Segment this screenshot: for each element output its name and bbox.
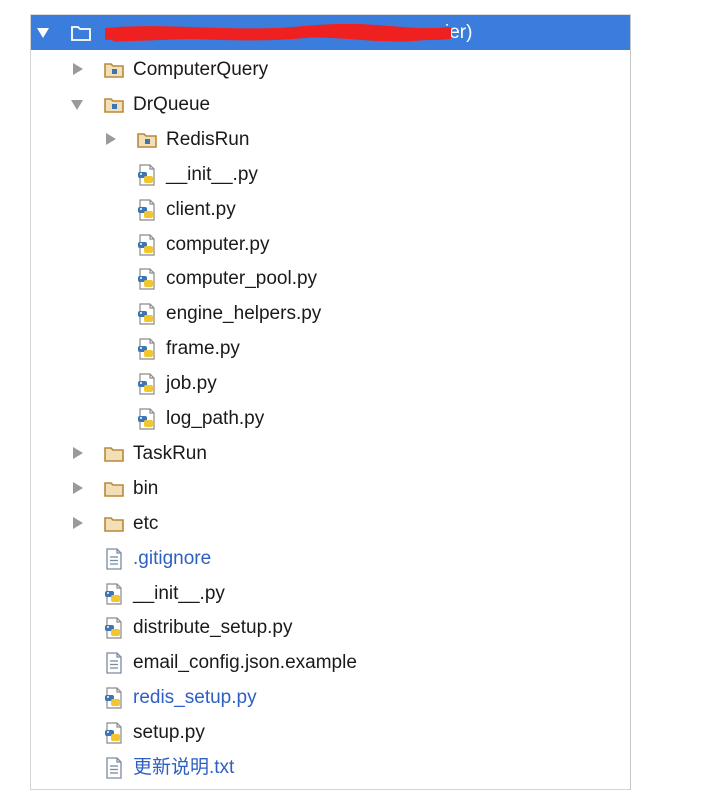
chevron-right-icon[interactable] (73, 446, 83, 459)
tree-item-label: ComputerQuery (133, 59, 269, 80)
chevron-down-icon[interactable] (71, 99, 83, 110)
tree-item-label: job.py (166, 373, 217, 395)
text-file-icon (103, 757, 125, 779)
tree-item-label: etc (133, 512, 159, 534)
python-file-icon (136, 233, 158, 256)
folder-icon (103, 478, 125, 500)
chevron-right-icon[interactable] (73, 516, 83, 529)
tree-item[interactable]: job.py (31, 366, 630, 401)
tree-item[interactable]: computer.py (31, 227, 630, 262)
python-file-icon (136, 198, 158, 221)
tree-item-label: bin (133, 477, 159, 499)
tree-item[interactable]: engine_helpers.py (31, 296, 630, 331)
python-file-icon (136, 338, 158, 360)
tree-item-label: email_config.json.example (133, 652, 357, 674)
tree-item[interactable]: setup.py (31, 715, 630, 750)
tree-item-label: setup.py (133, 722, 205, 744)
python-file-icon (136, 164, 158, 186)
tree-item-label: engine_helpers.py (166, 303, 322, 325)
python-file-icon (103, 722, 125, 744)
python-file-icon (136, 408, 158, 430)
tree-root-label: ier) (445, 22, 473, 43)
tree-item[interactable]: etc (31, 506, 630, 541)
tree-item-label: log_path.py (166, 408, 265, 429)
chevron-down-icon[interactable] (37, 28, 49, 38)
tree-root-row[interactable]: ier) (31, 15, 630, 50)
python-file-icon (103, 617, 125, 639)
tree-item[interactable]: distribute_setup.py (31, 610, 630, 645)
python-file-icon (136, 303, 158, 325)
python-file-icon (103, 582, 125, 605)
chevron-right-icon[interactable] (73, 63, 83, 75)
tree-item-label: TaskRun (133, 442, 207, 464)
folder-icon (70, 22, 92, 44)
python-file-icon (136, 373, 158, 395)
tree-item-label: frame.py (166, 338, 240, 360)
package-folder-icon (103, 59, 125, 81)
python-file-icon (103, 687, 125, 709)
tree-item[interactable]: computer_pool.py (31, 261, 630, 296)
tree-item-label: client.py (166, 198, 236, 220)
tree-item[interactable]: __init__.py (31, 576, 630, 611)
tree-item-label: distribute_setup.py (133, 617, 293, 639)
tree-item-label: RedisRun (166, 128, 250, 150)
tree-item-label: __init__.py (133, 582, 225, 604)
tree-item-label: 更新说明.txt (133, 757, 235, 778)
tree-item[interactable]: DrQueue (31, 87, 630, 122)
tree-item[interactable]: bin (31, 471, 630, 506)
tree-item[interactable]: redis_setup.py (31, 680, 630, 715)
tree-item[interactable]: __init__.py (31, 157, 630, 192)
chevron-right-icon[interactable] (106, 132, 116, 145)
tree-item[interactable]: email_config.json.example (31, 645, 630, 680)
tree-item[interactable]: frame.py (31, 331, 630, 366)
package-folder-icon (136, 129, 158, 151)
tree-item-label: DrQueue (133, 93, 211, 115)
text-file-icon (103, 652, 125, 674)
tree-item-label: .gitignore (133, 547, 212, 569)
package-folder-icon (103, 94, 125, 116)
tree-item[interactable]: RedisRun (31, 122, 630, 157)
python-file-icon (136, 268, 158, 290)
tree-item[interactable]: log_path.py (31, 401, 630, 436)
chevron-right-icon[interactable] (73, 481, 83, 494)
tree-item-label: computer.py (166, 233, 270, 255)
folder-icon (103, 513, 125, 535)
tree-item[interactable]: 更新说明.txt (31, 750, 630, 785)
folder-icon (103, 443, 125, 465)
redaction-scribble (105, 24, 451, 42)
tree-item-label: __init__.py (166, 163, 258, 185)
tree-item[interactable]: ComputerQuery (31, 52, 630, 87)
tree-item[interactable]: TaskRun (31, 436, 630, 471)
tree-item-label: computer_pool.py (166, 268, 318, 290)
tree-item[interactable]: client.py (31, 192, 630, 227)
tree-item-label: redis_setup.py (133, 687, 257, 709)
text-file-icon (103, 547, 125, 570)
tree-item[interactable]: .gitignore (31, 541, 630, 576)
